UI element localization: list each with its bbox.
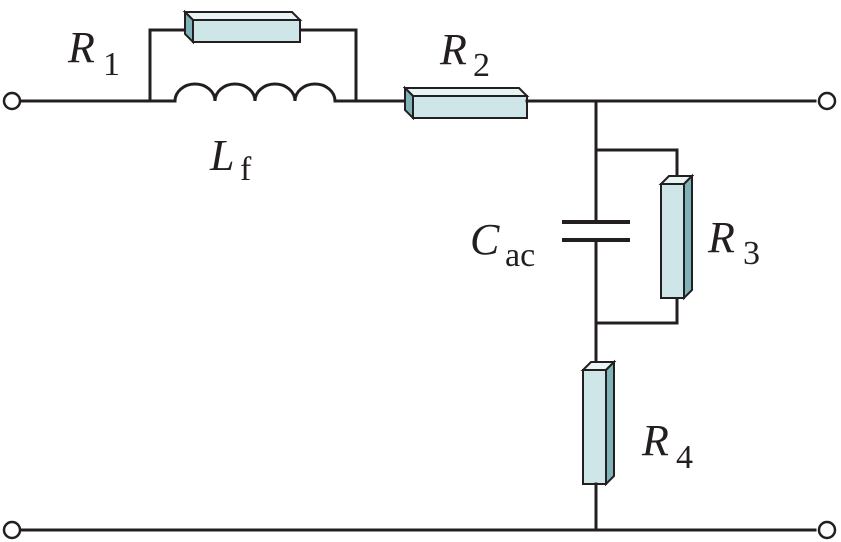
label-cac-symbol: C	[470, 215, 500, 264]
label-r2-symbol: R	[439, 25, 467, 74]
label-r3: R 3	[707, 213, 760, 272]
label-r2: R 2	[439, 25, 490, 84]
terminal-input-top-icon	[2, 91, 22, 111]
terminal-output-bottom-icon	[817, 520, 837, 540]
resistor-r3-icon	[658, 173, 695, 301]
label-r1-symbol: R	[67, 23, 95, 72]
label-cac-subscript: ac	[505, 237, 535, 274]
label-r2-subscript: 2	[473, 47, 490, 84]
label-lf-subscript: f	[240, 151, 252, 188]
label-cac: C ac	[470, 215, 535, 274]
label-r4-symbol: R	[641, 416, 669, 465]
label-r4: R 4	[641, 416, 693, 476]
label-r3-symbol: R	[707, 213, 735, 262]
inductor-lf-coil-icon	[173, 82, 337, 102]
terminal-input-bottom-icon	[2, 520, 22, 540]
label-r1-subscript: 1	[103, 46, 120, 83]
terminal-output-top-icon	[817, 91, 837, 111]
resistor-r1-icon	[182, 9, 303, 45]
label-r4-subscript: 4	[676, 439, 693, 476]
label-r3-subscript: 3	[743, 235, 760, 272]
label-lf-symbol: L	[209, 131, 234, 180]
resistor-r2-icon	[402, 85, 530, 121]
resistor-r4-icon	[580, 359, 617, 487]
label-r1: R 1	[67, 23, 120, 83]
label-lf: L f	[209, 131, 252, 188]
